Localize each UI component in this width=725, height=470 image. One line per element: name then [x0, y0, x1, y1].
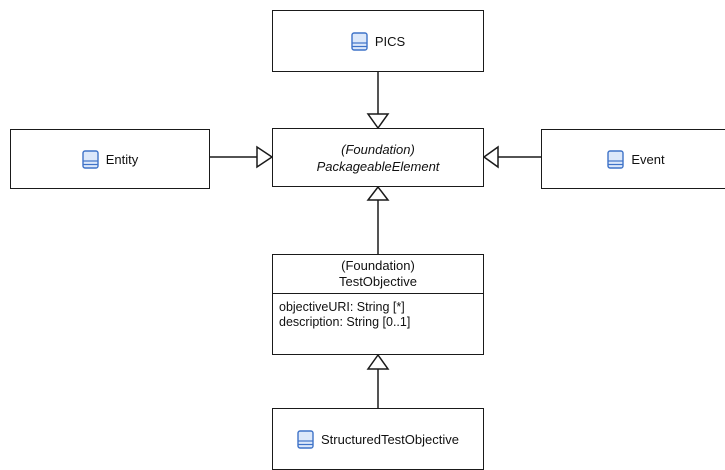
pics-generalization-arrowhead — [366, 113, 390, 130]
test-objective-class-box[interactable]: (Foundation) TestObjective objectiveURI:… — [272, 254, 484, 355]
structured-test-objective-generalization-arrowhead — [366, 353, 390, 370]
event-generalization-arrowhead — [482, 145, 499, 169]
test-objective-generalization-arrowhead — [366, 185, 390, 201]
test-objective-compartment-divider — [273, 293, 483, 294]
event-class-name: Event — [631, 151, 665, 167]
test-objective-header: (Foundation) TestObjective — [273, 255, 483, 293]
attribute-objective-uri: objectiveURI: String [*] — [279, 300, 405, 314]
class-icon — [351, 31, 368, 51]
test-objective-attributes: objectiveURI: String [*] description: St… — [279, 300, 410, 330]
packageable-element-class-name: PackageableElement — [316, 158, 440, 174]
pics-class-box[interactable]: PICS — [272, 10, 484, 72]
structured-test-objective-class-name: StructuredTestObjective — [320, 431, 459, 447]
class-icon — [82, 149, 99, 169]
entity-class-box[interactable]: Entity — [10, 129, 210, 189]
entity-generalization-arrowhead — [256, 145, 274, 169]
attribute-description: description: String [0..1] — [279, 315, 411, 329]
event-class-box[interactable]: Event — [541, 129, 725, 189]
test-objective-stereotype: (Foundation) — [341, 258, 415, 273]
entity-class-name: Entity — [105, 151, 139, 167]
packageable-element-class-box[interactable]: (Foundation) PackageableElement — [272, 128, 484, 187]
class-icon — [297, 429, 314, 449]
test-objective-class-name: TestObjective — [338, 274, 418, 289]
packageable-element-stereotype: (Foundation) — [341, 141, 415, 157]
structured-test-objective-class-box[interactable]: StructuredTestObjective — [272, 408, 484, 470]
class-icon — [607, 149, 625, 169]
pics-class-name: PICS — [374, 33, 406, 49]
